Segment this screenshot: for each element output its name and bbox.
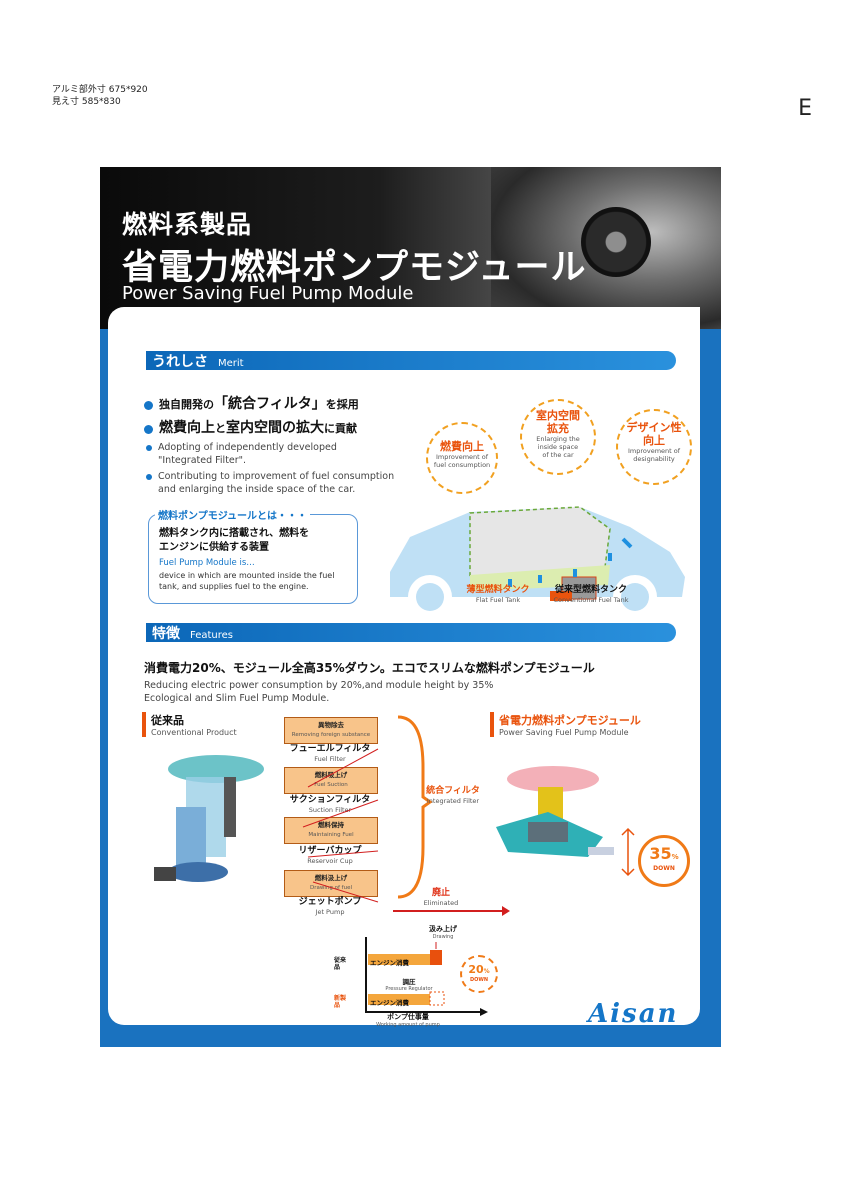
aisan-logo: Aisan [588,999,679,1029]
down-20-badge: 20% DOWN [460,955,498,993]
features-headline: 消費電力20%、モジュール全高35%ダウン。エコでスリムな燃料ポンプモジュール [144,661,595,675]
features-heading-en: Features [190,630,233,641]
merit-heading-bar: うれしさ Merit [146,351,676,370]
row-new: 新製品 [334,995,347,1009]
function-box-drawing: 燃料汲上げDrawing of fuel [284,870,378,897]
main-title: 省電力燃料ポンプモジュール [122,248,587,288]
merit-heading-en: Merit [218,358,244,369]
bullet-dot-icon [144,424,153,434]
merit-bullet-2: 燃費向上と室内空間の拡大に貢献 [144,417,357,437]
definition-en: device in which are mounted inside the f… [159,571,335,591]
car-illustration [390,506,685,617]
definition-title: 燃料ポンプモジュールとは・・・ [155,507,310,522]
poster: 燃料系製品 省電力燃料ポンプモジュール Power Saving Fuel Pu… [100,167,721,1047]
content-panel: うれしさ Merit 独自開発の「統合フィルタ」を採用 燃費向上と室内空間の拡大に… [108,307,700,1029]
definition-box: 燃料ポンプモジュールとは・・・ 燃料タンク内に搭載され、燃料をエンジンに供給する… [148,507,358,604]
merit-en-1: Adopting of independently developed"Inte… [146,441,337,467]
hero-banner: 燃料系製品 省電力燃料ポンプモジュール Power Saving Fuel Pu… [100,167,721,329]
corner-letter: E [798,96,812,121]
bullet-dot-icon [144,400,153,410]
merit-heading: うれしさ [152,354,208,370]
english-title: Power Saving Fuel Pump Module [122,283,414,304]
consumption-diagram [365,937,488,1016]
category-title: 燃料系製品 [122,210,253,239]
merit-en-2: Contributing to improvement of fuel cons… [146,470,394,496]
engine-consumption-conv: エンジン消費 [370,959,409,967]
definition-jp: 燃料タンク内に搭載され、燃料をエンジンに供給する装置 [159,528,310,553]
engine-consumption-new: エンジン消費 [370,999,409,1007]
size-note-visible: 見え寸 585*830 [52,97,121,107]
bullet-dot-icon [146,444,152,451]
callout-lines [302,715,510,916]
saving-module-image [496,766,614,857]
features-en: Reducing electric power consumption by 2… [144,680,494,704]
saving-product-label: 省電力燃料ポンプモジュール Power Saving Fuel Pump Mod… [490,712,641,737]
tire-graphic [581,207,651,277]
row-conventional: 従来品 [334,957,347,971]
conventional-module-image [154,755,264,882]
height-arrow [621,827,635,877]
merit-bullet-1: 独自開発の「統合フィルタ」を採用 [144,393,359,413]
conventional-product-label: 従来品 Conventional Product [142,712,237,737]
size-note-outer: アルミ部外寸 675*920 [52,85,148,95]
features-heading: 特徴 [152,626,180,642]
down-35-badge: 35% DOWN [638,835,690,887]
definition-en-title: Fuel Pump Module is… [159,558,255,568]
features-heading-bar: 特徴 Features [146,623,676,642]
bullet-dot-icon [146,473,152,480]
